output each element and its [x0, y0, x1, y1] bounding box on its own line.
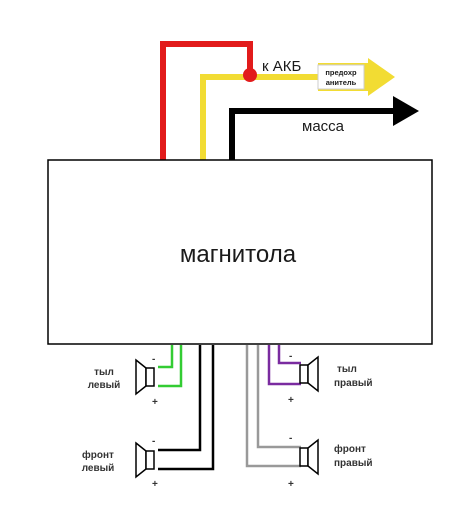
ground-arrow	[393, 96, 419, 126]
battery-wire	[160, 41, 253, 160]
ignition-wire	[200, 74, 318, 160]
front-right-minus: -	[289, 433, 292, 444]
front-right-wire-b	[245, 345, 301, 468]
front-right-plus: +	[288, 479, 294, 490]
front-right-label-line1: фронт	[334, 443, 366, 455]
head-unit-box	[47, 159, 433, 345]
front-left-wire-a	[158, 345, 202, 452]
fuse-label-line1: предохр	[325, 68, 357, 77]
rear-left-label-line1: тыл	[94, 367, 114, 378]
front-left-label-line1: фронт	[82, 449, 114, 461]
rear-left-label-line2: левый	[88, 380, 121, 391]
rear-right-wire-a	[277, 345, 301, 365]
speaker-rear-right-icon	[299, 355, 319, 393]
front-left-minus: -	[152, 436, 155, 447]
rear-right-wire-b	[267, 345, 301, 386]
rear-left-wire-a	[158, 345, 174, 369]
front-left-wire-b	[158, 345, 215, 471]
head-unit-label: магнитола	[180, 241, 297, 268]
rear-right-minus: -	[289, 351, 292, 362]
front-left-plus: +	[152, 479, 158, 490]
front-right-label-line2: правый	[334, 458, 373, 469]
fuse-box	[317, 64, 365, 90]
speaker-front-left-icon	[135, 441, 155, 479]
ground-wire	[229, 108, 395, 160]
fuse-label-line2: анитель	[326, 78, 357, 87]
rear-right-label-line2: правый	[334, 378, 373, 389]
speaker-rear-left-icon	[135, 358, 155, 396]
rear-right-plus: +	[288, 395, 294, 406]
rear-left-wire-b	[158, 345, 183, 388]
front-left-label-line2: левый	[82, 463, 115, 474]
battery-label: к АКБ	[262, 58, 301, 75]
ground-label: масса	[302, 118, 345, 135]
rear-right-label-line1: тыл	[337, 364, 357, 375]
front-right-wire-a	[256, 345, 301, 449]
junction-dot	[243, 68, 257, 82]
rear-left-plus: +	[152, 397, 158, 408]
rear-left-minus: -	[152, 354, 155, 365]
speaker-front-right-icon	[299, 438, 319, 476]
